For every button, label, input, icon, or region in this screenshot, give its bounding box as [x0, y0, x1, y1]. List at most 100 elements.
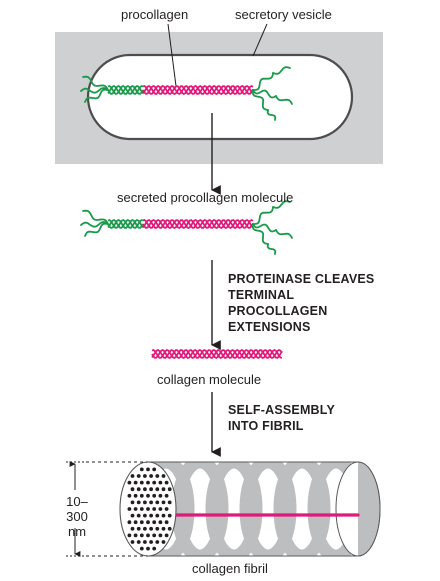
fibril-molecule-dot: [161, 487, 166, 492]
c-propeptide-top-end: [272, 66, 291, 75]
n-propeptide-strand-3: [107, 84, 144, 95]
fibril-molecule-dot: [161, 540, 166, 544]
fibril-molecule-dot: [155, 474, 160, 478]
fibril-molecule-dot: [143, 513, 147, 518]
fibril-molecule-dot: [133, 533, 138, 538]
vesicle-leader-line: [252, 23, 268, 57]
fibril-molecule-dot: [139, 480, 144, 485]
fibril-molecule-dot: [143, 487, 147, 492]
c-propeptide-bottom-end: [266, 109, 277, 121]
fibril-molecule-dot: [136, 487, 141, 492]
fibril-molecule-dot: [146, 533, 150, 538]
fibril-molecule-dot: [152, 546, 157, 551]
fibril-molecule-dot: [127, 520, 132, 525]
fibril-molecule-dot: [130, 474, 135, 478]
n-terminal-tail-top: [82, 209, 109, 225]
fibril-molecule-dot: [130, 526, 135, 531]
fibril-molecule-dot: [149, 526, 154, 531]
fibril-molecule-dot: [139, 546, 144, 551]
triple-helix-strand-2: [142, 84, 254, 96]
c-propeptide-mid-end: [275, 95, 293, 105]
fibril-molecule-dot: [139, 533, 144, 538]
proteinase-step-label: PROTEINASE CLEAVES TERMINAL PROCOLLAGEN …: [228, 272, 375, 334]
fibril-molecule-dot: [127, 493, 132, 498]
fibril-cross-section-molecules: [127, 467, 172, 551]
fibril-band: [273, 462, 331, 556]
fibril-molecule-dot: [130, 500, 135, 505]
c-propeptide-top-end: [272, 200, 291, 209]
fibril-molecule-dot: [161, 500, 166, 505]
fibril-molecule-dot: [146, 480, 150, 485]
c-propeptide-top: [252, 72, 274, 91]
fibril-molecule-dot: [155, 500, 160, 505]
fibril-molecule-dot: [155, 540, 160, 544]
fibril-molecule-dot: [146, 507, 150, 511]
n-terminal-tail-bottom: [84, 222, 109, 237]
collagen-strand-3: [151, 348, 283, 360]
fibril-molecule-dot: [139, 507, 144, 511]
fibril-molecule-dot: [133, 507, 138, 511]
collagen-fibril: [119, 461, 381, 557]
fibril-molecule-dot: [127, 507, 132, 511]
fibril-molecule-dot: [158, 480, 163, 485]
fibril-molecule-dot: [152, 467, 157, 472]
fibril-molecule-dot: [152, 520, 157, 525]
fibril-molecule-dot: [127, 480, 132, 485]
fibril-molecule-dot: [130, 540, 135, 544]
fibril-band: [239, 462, 297, 556]
fibril-molecule-dot: [127, 533, 132, 538]
secreted-procollagen-helix: [80, 200, 293, 255]
fibril-molecule-dot: [136, 474, 141, 478]
fibril-molecule-dot: [146, 520, 150, 525]
n-propeptide-strand-3: [107, 218, 144, 229]
fibril-molecule-dot: [155, 526, 160, 531]
fibril-molecule-dot: [139, 493, 144, 498]
n-terminal-tail-bottom: [84, 88, 109, 103]
fibril-molecule-dot: [149, 500, 154, 505]
fibril-molecule-dot: [164, 493, 169, 498]
secreted-procollagen-label: secreted procollagen molecule: [117, 190, 294, 205]
collagen-molecule-helix: [151, 348, 283, 360]
fibril-molecule-dot: [139, 467, 144, 472]
n-terminal-tail-mid: [80, 87, 109, 94]
fibril-molecule-dot: [136, 526, 141, 531]
fibril-molecule-dot: [158, 520, 163, 525]
c-propeptide-bottom: [251, 89, 269, 111]
fibril-band: [148, 462, 195, 556]
fibril-molecule-dot: [130, 513, 135, 518]
c-propeptide-mid: [252, 89, 277, 99]
fibril-molecule-dot: [146, 493, 150, 498]
fibril-molecule-dot: [161, 526, 166, 531]
triple-helix-strand-2: [142, 218, 254, 230]
fibril-band: [307, 462, 358, 556]
c-propeptide-mid: [252, 223, 277, 233]
self-assembly-step-label: SELF-ASSEMBLY INTO FIBRIL: [228, 403, 336, 433]
fibril-molecule-dot: [167, 513, 172, 518]
fibril-molecule-dot: [143, 526, 147, 531]
fibril-molecule-dot: [143, 500, 147, 505]
fibril-diameter-label: 10–300 nm: [66, 494, 88, 539]
n-terminal-tail-top: [82, 75, 109, 91]
fibril-molecule-dot: [164, 480, 169, 485]
fibril-molecule-dot: [155, 513, 160, 518]
fibril-band: [205, 462, 263, 556]
fibril-molecule-dot: [143, 540, 147, 544]
fibril-molecule-dot: [155, 487, 160, 492]
fibril-molecule-dot: [149, 474, 154, 478]
secretory-vesicle-label: secretory vesicle: [235, 7, 332, 22]
fibril-molecule-dot: [146, 467, 150, 472]
fibril-molecule-dot: [164, 533, 169, 538]
fibril-molecule-dot: [167, 526, 172, 531]
collagen-fibril-label: collagen fibril: [192, 561, 268, 576]
fibril-molecule-dot: [158, 533, 163, 538]
fibril-molecule-dot: [139, 520, 144, 525]
fibril-molecule-dot: [161, 474, 166, 478]
fibril-molecule-dot: [152, 507, 157, 511]
c-propeptide-bottom-end: [266, 243, 277, 255]
fibril-molecule-dot: [130, 487, 135, 492]
secretory-vesicle: [86, 53, 354, 141]
triple-helix-strand-3: [142, 84, 254, 96]
c-propeptide-bottom: [251, 223, 269, 245]
fibril-molecule-dot: [143, 474, 147, 478]
